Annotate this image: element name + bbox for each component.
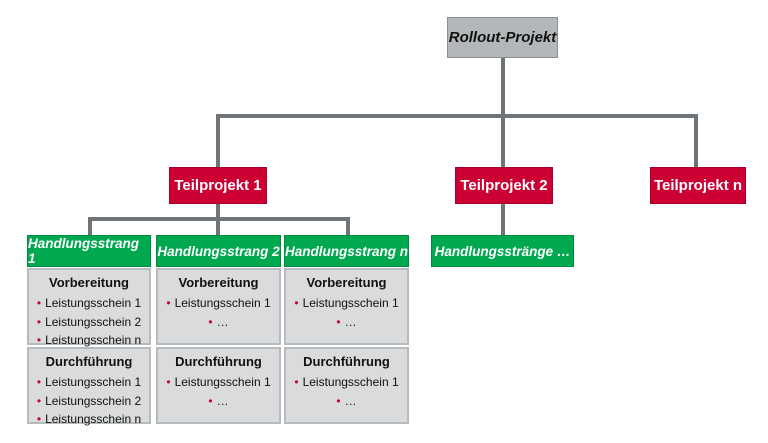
card-title: Vorbereitung (178, 275, 259, 290)
connector (501, 58, 505, 118)
list-item: •Leistungsschein 2 (29, 392, 149, 411)
connector (501, 114, 505, 168)
preparation-card: Vorbereitung•Leistungsschein 1•… (284, 268, 409, 345)
bullet-icon: • (166, 375, 171, 389)
list-item-label: Leistungsschein n (45, 333, 142, 347)
bullet-icon: • (36, 375, 42, 389)
connector (216, 204, 220, 221)
subproject-node: Teilprojekt 1 (169, 167, 267, 204)
list-item-label: … (216, 393, 229, 408)
connector (501, 204, 505, 235)
list-item: •Leistungsschein n (29, 331, 149, 350)
list-item: •Leistungsschein 1 (29, 373, 149, 392)
connector (88, 217, 92, 235)
connector (216, 114, 220, 168)
list-item-label: Leistungsschein 2 (45, 393, 142, 408)
strand-node: Handlungsstränge … (431, 235, 574, 267)
bullet-icon: • (166, 296, 171, 310)
card-title: Durchführung (303, 354, 390, 369)
bullet-icon: • (294, 375, 299, 389)
bullet-icon: • (36, 393, 42, 408)
bullet-icon: • (36, 412, 42, 426)
list-item: •Leistungsschein 1 (158, 294, 279, 313)
list-item: •… (286, 392, 407, 411)
list-item-label: Leistungsschein 1 (45, 375, 142, 389)
list-item-label: … (216, 314, 229, 329)
list-item-label: … (344, 314, 357, 329)
connector (694, 114, 698, 168)
list-item: •Leistungsschein n (29, 410, 149, 429)
list-item-label: … (344, 393, 357, 408)
strand-node: Handlungsstrang 1 (27, 235, 151, 267)
bullet-icon: • (336, 393, 341, 408)
bullet-icon: • (208, 393, 213, 408)
list-item-label: Leistungsschein 1 (174, 375, 271, 389)
connector (216, 114, 698, 118)
execution-card: Durchführung•Leistungsschein 1•… (284, 347, 409, 424)
list-item-label: Leistungsschein 2 (45, 314, 142, 329)
connector (216, 217, 220, 235)
bullet-icon: • (336, 314, 341, 329)
list-item: •… (286, 313, 407, 332)
list-item-label: Leistungsschein 1 (45, 296, 142, 310)
list-item-label: Leistungsschein 1 (302, 375, 399, 389)
list-item: •Leistungsschein 1 (158, 373, 279, 392)
strand-node: Handlungsstrang n (284, 235, 409, 267)
subproject-node: Teilprojekt n (650, 167, 746, 204)
list-item: •Leistungsschein 1 (286, 294, 407, 313)
card-title: Durchführung (45, 354, 133, 369)
bullet-icon: • (36, 314, 42, 329)
connector (346, 217, 350, 235)
list-item: •… (158, 392, 279, 411)
subproject-node: Teilprojekt 2 (455, 167, 553, 204)
preparation-card: Vorbereitung•Leistungsschein 1•Leistungs… (27, 268, 151, 347)
list-item: •Leistungsschein 1 (286, 373, 407, 392)
execution-card: Durchführung•Leistungsschein 1•… (156, 347, 281, 424)
bullet-icon: • (208, 314, 213, 329)
bullet-icon: • (36, 333, 42, 347)
strand-node: Handlungsstrang 2 (156, 235, 281, 267)
bullet-icon: • (294, 296, 299, 310)
root-node: Rollout-Projekt (447, 17, 558, 58)
list-item-label: Leistungsschein 1 (174, 296, 271, 310)
list-item: •… (158, 313, 279, 332)
list-item-label: Leistungsschein n (45, 412, 142, 426)
execution-card: Durchführung•Leistungsschein 1•Leistungs… (27, 347, 151, 426)
list-item-label: Leistungsschein 1 (302, 296, 399, 310)
card-title: Durchführung (175, 354, 262, 369)
preparation-card: Vorbereitung•Leistungsschein 1•… (156, 268, 281, 345)
card-title: Vorbereitung (49, 275, 129, 290)
bullet-icon: • (36, 296, 42, 310)
list-item: •Leistungsschein 1 (29, 294, 149, 313)
list-item: •Leistungsschein 2 (29, 313, 149, 332)
card-title: Vorbereitung (306, 275, 387, 290)
